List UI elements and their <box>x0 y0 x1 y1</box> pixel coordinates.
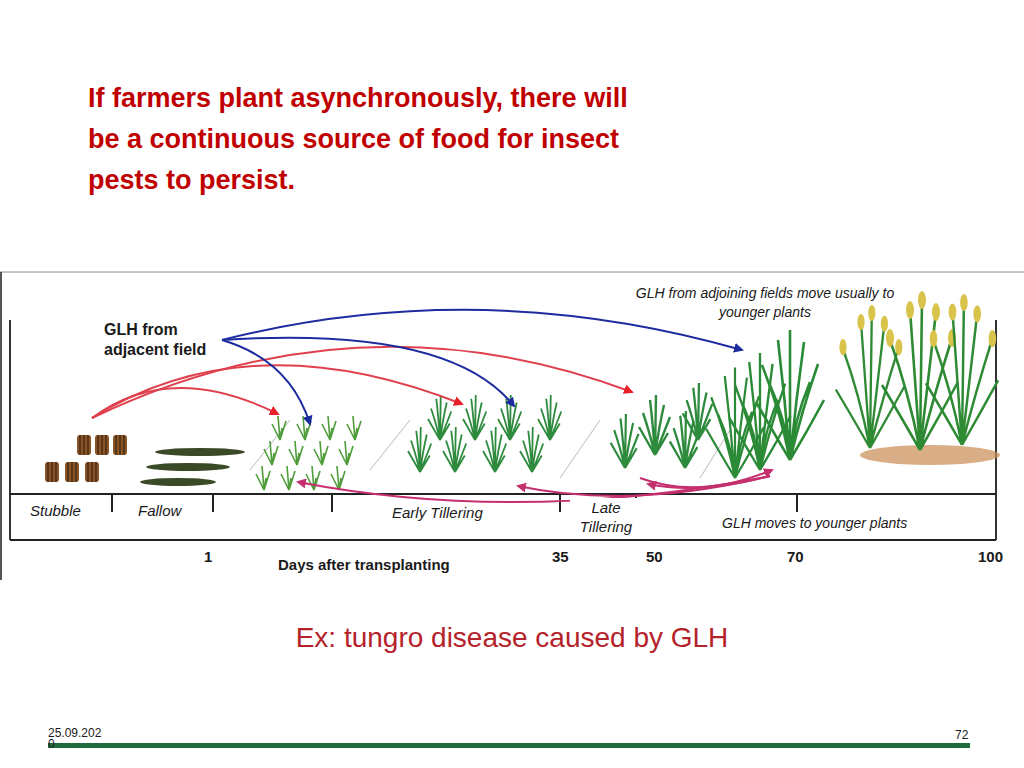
stage-label: GLH moves to younger plants <box>722 515 907 531</box>
timeline-band <box>10 494 996 540</box>
axis-number: 1 <box>204 548 212 565</box>
panel-border <box>9 320 11 540</box>
footer-date: 25.09.2020 <box>48 728 108 750</box>
fallow-field <box>140 448 245 486</box>
axis-number: 50 <box>646 548 663 565</box>
axis-number: 35 <box>552 548 569 565</box>
soil-patch <box>860 445 1000 465</box>
seedling-field <box>256 416 361 490</box>
early-tillering-field <box>408 395 561 472</box>
axis-title: Days after transplanting <box>278 556 450 573</box>
glh-return-arrow <box>298 470 772 502</box>
source-label: GLH from adjacent field <box>104 320 234 360</box>
stage-label: Early Tillering <box>392 504 483 521</box>
frame-line <box>0 272 1024 273</box>
late-tillering-field <box>611 383 713 468</box>
annotation: GLH from adjoining fields move usually t… <box>612 284 918 322</box>
panel-border <box>995 320 997 540</box>
stage-label: Late Tillering <box>570 498 642 536</box>
booting-field <box>706 330 824 478</box>
stage-label: Fallow <box>138 502 181 519</box>
frame-line <box>0 272 2 580</box>
axis-number: 100 <box>978 548 1003 565</box>
slide-title: If farmers plant asynchronously, there w… <box>88 78 658 201</box>
axis-number: 70 <box>787 548 804 565</box>
page-number: 72 <box>955 728 968 742</box>
glh-arrow <box>222 310 742 424</box>
stage-label: Stubble <box>30 502 81 519</box>
mature-field <box>836 291 998 450</box>
footer-rule <box>48 743 970 748</box>
slide-caption: Ex: tungro disease caused by GLH <box>0 622 1024 654</box>
stubble-field <box>45 435 127 482</box>
